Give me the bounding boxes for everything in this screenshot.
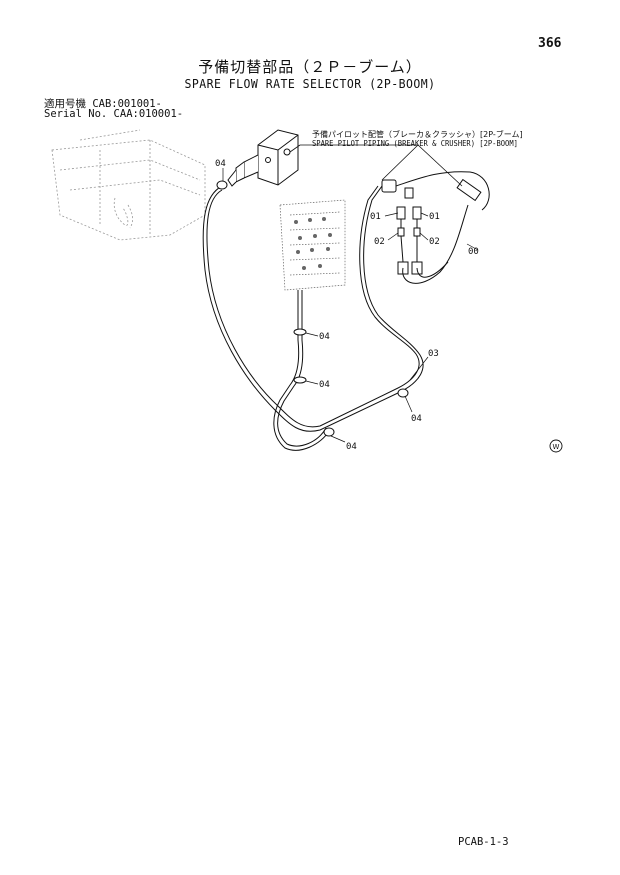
part-label-01-right: 01 [429, 212, 440, 222]
part-label-01-left: 01 [370, 212, 381, 222]
part-label-00: 00 [468, 247, 479, 257]
part-leader-lines [222, 168, 479, 443]
pilot-harness-assembly [381, 178, 482, 275]
part-label-03: 03 [428, 349, 439, 359]
serial-row-applicable: 適用号機 CAB:001001- [44, 96, 162, 111]
part-label-04-right: 04 [411, 414, 422, 424]
part-label-04-top: 04 [215, 159, 226, 169]
callout-leader-lines [289, 144, 463, 187]
page-title-english: SPARE FLOW RATE SELECTOR (2P-BOOM) [184, 76, 436, 91]
pilot-harness-wires [395, 171, 490, 284]
hose-clamps [216, 180, 409, 437]
part-label-02-left: 02 [374, 237, 385, 247]
serial-label-jp: 適用号機 [44, 98, 86, 110]
selector-valve [227, 129, 299, 187]
w-mark-badge: W [549, 439, 563, 453]
pilot-hoses [202, 185, 424, 451]
serial-row-serial-no: Serial No. CAA:010001- [44, 108, 183, 120]
pilot-manifold-ports [294, 217, 332, 270]
part-label-04-bottom: 04 [346, 442, 357, 452]
page-title-japanese: 予備切替部品（２Ｐ－ブーム） [198, 58, 422, 76]
page-number: 366 [538, 36, 562, 51]
w-mark-symbol: W [553, 443, 560, 451]
pilot-manifold-illustration [279, 199, 346, 291]
serial-value-caa: CAA:010001- [113, 108, 184, 120]
serial-value-cab: CAB:001001- [92, 98, 162, 110]
callout-title-english: SPARE PILOT PIPING (BREAKER & CRUSHER) [… [312, 139, 518, 148]
part-label-02-right: 02 [429, 237, 440, 247]
footer-page-code: PCAB-1-3 [458, 836, 509, 848]
control-valve-illustration [51, 129, 206, 241]
part-label-04-low: 04 [319, 380, 330, 390]
callout-title-japanese: 予備パイロット配管（ブレーカ＆クラッシャ）[2P-ブーム] [312, 130, 523, 139]
serial-label-en: Serial No. [44, 108, 108, 120]
part-label-04-mid: 04 [319, 332, 330, 342]
